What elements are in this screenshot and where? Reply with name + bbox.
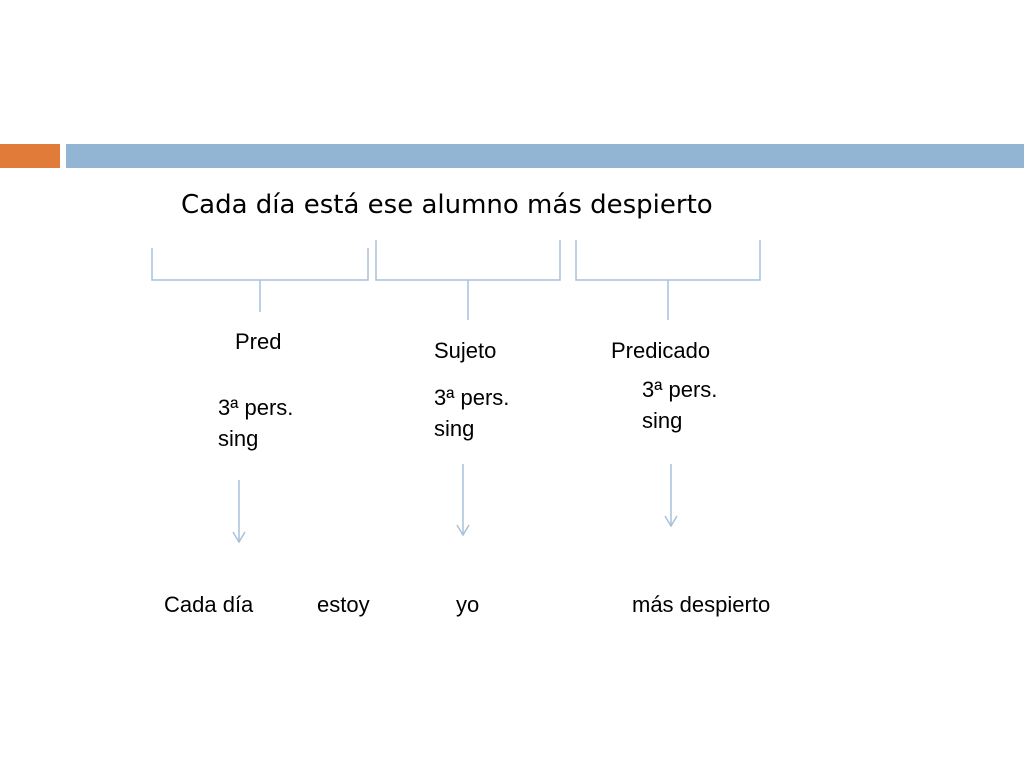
bracket-predicado bbox=[575, 240, 761, 281]
bracket-sujeto bbox=[375, 240, 561, 281]
accent-bar-orange bbox=[0, 144, 60, 168]
accent-bar-blue bbox=[66, 144, 1024, 168]
morph-sujeto-person: 3ª pers. bbox=[434, 385, 510, 410]
arrow-down-icon bbox=[456, 464, 470, 537]
result-word-estoy: estoy bbox=[317, 592, 370, 617]
morph-pred: 3ª pers. sing bbox=[218, 392, 293, 454]
morph-sujeto: 3ª pers. sing bbox=[434, 382, 509, 444]
label-pred: Pred bbox=[235, 329, 282, 354]
morph-sujeto-number: sing bbox=[434, 416, 475, 441]
morph-predicado-number: sing bbox=[642, 408, 683, 433]
bracket-pred bbox=[151, 248, 369, 281]
result-word-cada-dia: Cada día bbox=[164, 592, 254, 617]
morph-pred-number: sing bbox=[218, 426, 259, 451]
result-word-mas-despierto: más despierto bbox=[632, 592, 771, 617]
arrow-down-icon bbox=[664, 464, 678, 528]
morph-predicado: 3ª pers. sing bbox=[642, 374, 717, 436]
label-sujeto: Sujeto bbox=[434, 338, 497, 363]
morph-predicado-person: 3ª pers. bbox=[642, 377, 718, 402]
sentence-title: Cada día está ese alumno más despierto bbox=[181, 190, 713, 220]
result-word-yo: yo bbox=[456, 592, 480, 617]
label-predicado: Predicado bbox=[611, 338, 711, 363]
morph-pred-person: 3ª pers. bbox=[218, 395, 294, 420]
arrow-down-icon bbox=[232, 480, 246, 544]
